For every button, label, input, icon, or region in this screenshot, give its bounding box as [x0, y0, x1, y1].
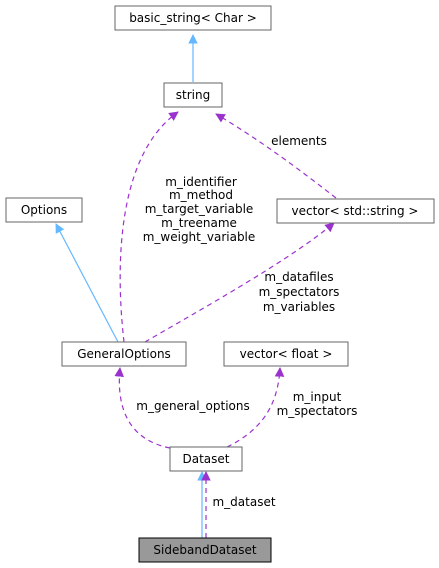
node-dataset-label: Dataset: [183, 452, 230, 466]
edge-label-m-datafiles: m_datafiles: [264, 270, 333, 284]
node-dataset[interactable]: Dataset: [169, 446, 243, 472]
edge-dataset-general-options: [114, 367, 171, 449]
edge-label-m-spectators: m_spectators: [259, 285, 340, 299]
edge-label-m-general-options: m_general_options: [136, 399, 250, 413]
edge-general-options-vectors: [144, 222, 335, 343]
edge-label-m-target-variable: m_target_variable: [145, 202, 254, 216]
node-vector-float-label: vector< float >: [240, 347, 333, 361]
edge-label-m-dataset: m_dataset: [212, 495, 275, 509]
node-general-options[interactable]: GeneralOptions: [61, 341, 187, 367]
edge-label-m-spectators-float: m_spectators: [277, 404, 358, 418]
edge-label-m-variables: m_variables: [263, 300, 335, 314]
edge-label-m-weight-variable: m_weight_variable: [143, 230, 256, 244]
edge-label-elements: elements: [271, 134, 327, 148]
node-vector-float[interactable]: vector< float >: [223, 341, 349, 367]
edge-label-m-method: m_method: [169, 188, 233, 202]
node-vector-string-label: vector< std::string >: [292, 204, 419, 218]
edge-vector-string-elements: [215, 113, 337, 199]
node-options-label: Options: [21, 203, 67, 217]
node-sideband-dataset-label: SidebandDataset: [153, 543, 256, 557]
node-general-options-label: GeneralOptions: [77, 347, 171, 361]
node-vector-string[interactable]: vector< std::string >: [276, 198, 435, 224]
node-sideband-dataset[interactable]: SidebandDataset: [138, 537, 272, 563]
node-string[interactable]: string: [163, 82, 223, 108]
node-string-label: string: [176, 88, 210, 102]
node-basic-string-label: basic_string< Char >: [129, 11, 257, 25]
edge-label-m-input: m_input: [293, 390, 342, 404]
edge-label-m-treename: m_treename: [161, 216, 237, 230]
node-basic-string[interactable]: basic_string< Char >: [114, 5, 272, 31]
edge-general-options-to-options: [55, 223, 119, 343]
edge-label-m-identifier: m_identifier: [165, 175, 237, 189]
edge-dataset-vector-float: [226, 367, 285, 448]
node-options[interactable]: Options: [5, 197, 83, 223]
